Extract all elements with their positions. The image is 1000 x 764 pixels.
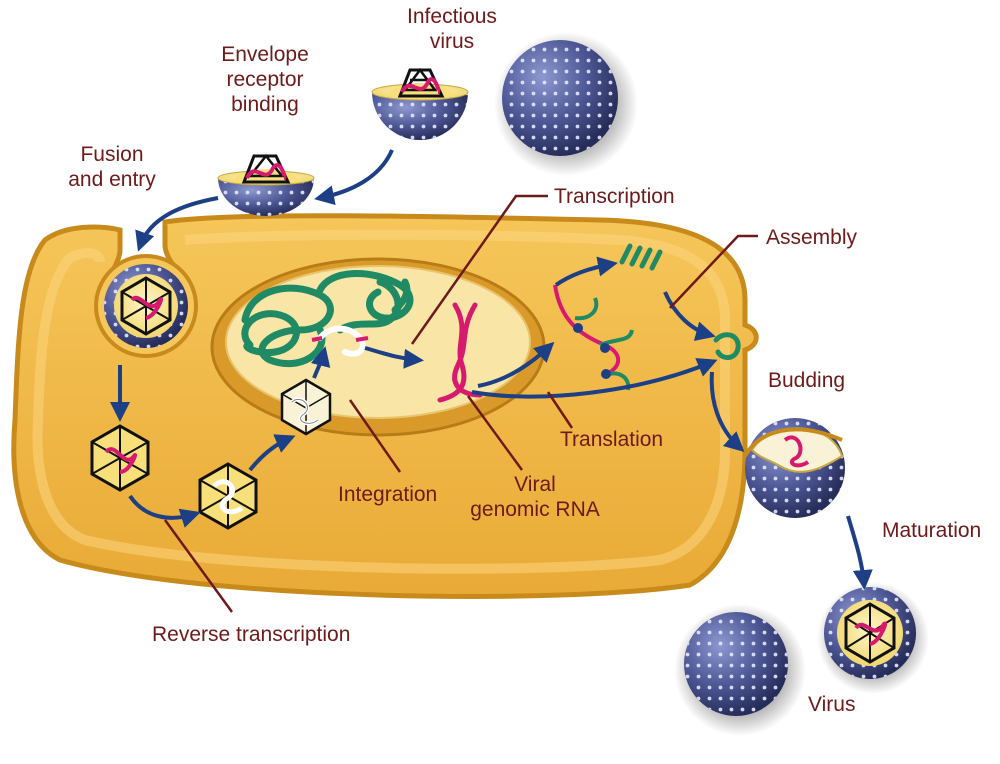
label-envelope-line1: Envelope: [221, 43, 309, 66]
label-envelope-line3: binding: [231, 93, 299, 116]
capsid-uncoated: [90, 424, 150, 492]
arrow-rt-to-nucleus: [248, 434, 296, 472]
cell-inner-band: [32, 229, 730, 574]
arrow-rna-to-budding-site: [471, 358, 718, 399]
label-reverse-transcription: Reverse transcription: [152, 623, 351, 646]
budding-virus: [743, 418, 845, 518]
label-fusion-and-entry: Fusion and entry: [52, 142, 172, 192]
label-integration: Integration: [338, 483, 438, 506]
arrow-binding-to-fusion: [314, 149, 394, 206]
label-assembly: Assembly: [766, 226, 858, 249]
leader-lines: [163, 194, 758, 613]
capsid-reverse-transcribed: [198, 462, 258, 530]
label-transcription: Transcription: [554, 185, 675, 208]
label-envelope-receptor-binding: Envelope receptor binding: [200, 42, 330, 117]
label-viral-genomic-rna: Viral genomic RNA: [470, 472, 600, 522]
label-maturation: Maturation: [882, 519, 982, 542]
arrow-uncoating-to-rt: [128, 494, 201, 528]
label-virus: Virus: [808, 693, 856, 716]
leader-assembly: [669, 234, 758, 309]
label-viral-line2: genomic RNA: [470, 498, 600, 521]
label-infectious-virus-line2: virus: [429, 30, 475, 53]
arrow-integration-to-transcription: [364, 346, 424, 369]
arrow-budding-down: [709, 371, 745, 453]
infectious-virus-particle: [494, 32, 638, 176]
process-arrows: [110, 149, 873, 590]
virus-receptor-binding: [371, 67, 469, 140]
arrow-assembly-to-budding: [663, 291, 716, 341]
arrow-fusion-to-entry: [135, 196, 219, 252]
assembly-proteins: [619, 243, 741, 360]
arrow-rna-to-translation: [477, 341, 555, 388]
label-infectious-virus-line1: Infectious: [407, 5, 497, 28]
label-translation: Translation: [560, 428, 664, 451]
label-fusion-line1: Fusion: [80, 143, 144, 166]
arrow-pic-to-integration: [310, 346, 331, 379]
label-fusion-line2: and entry: [68, 168, 156, 191]
integration-site: [311, 336, 369, 342]
label-viral-line1: Viral: [514, 473, 556, 496]
virus-fusion-entry: [217, 153, 315, 216]
mature-virus: [817, 582, 929, 694]
arrow-maturation: [846, 515, 873, 590]
label-infectious-virus: Infectious virus: [392, 4, 512, 54]
leader-translation: [546, 391, 574, 429]
label-envelope-line2: receptor: [226, 68, 304, 91]
leader-integration: [348, 399, 402, 473]
arrow-translation-to-assembly: [554, 256, 618, 287]
virus-endocytosed: [94, 254, 198, 358]
label-budding: Budding: [768, 369, 846, 392]
pre-integration-complex: [280, 378, 332, 436]
viral-genomic-rna-strands: [437, 302, 483, 403]
host-dna: [241, 270, 414, 368]
leader-reverse-transcription: [163, 519, 234, 613]
leader-viral-rna: [466, 395, 524, 471]
leader-transcription: [410, 194, 548, 345]
translation-products: [553, 284, 634, 391]
virus-particle-bottom: [674, 604, 806, 736]
